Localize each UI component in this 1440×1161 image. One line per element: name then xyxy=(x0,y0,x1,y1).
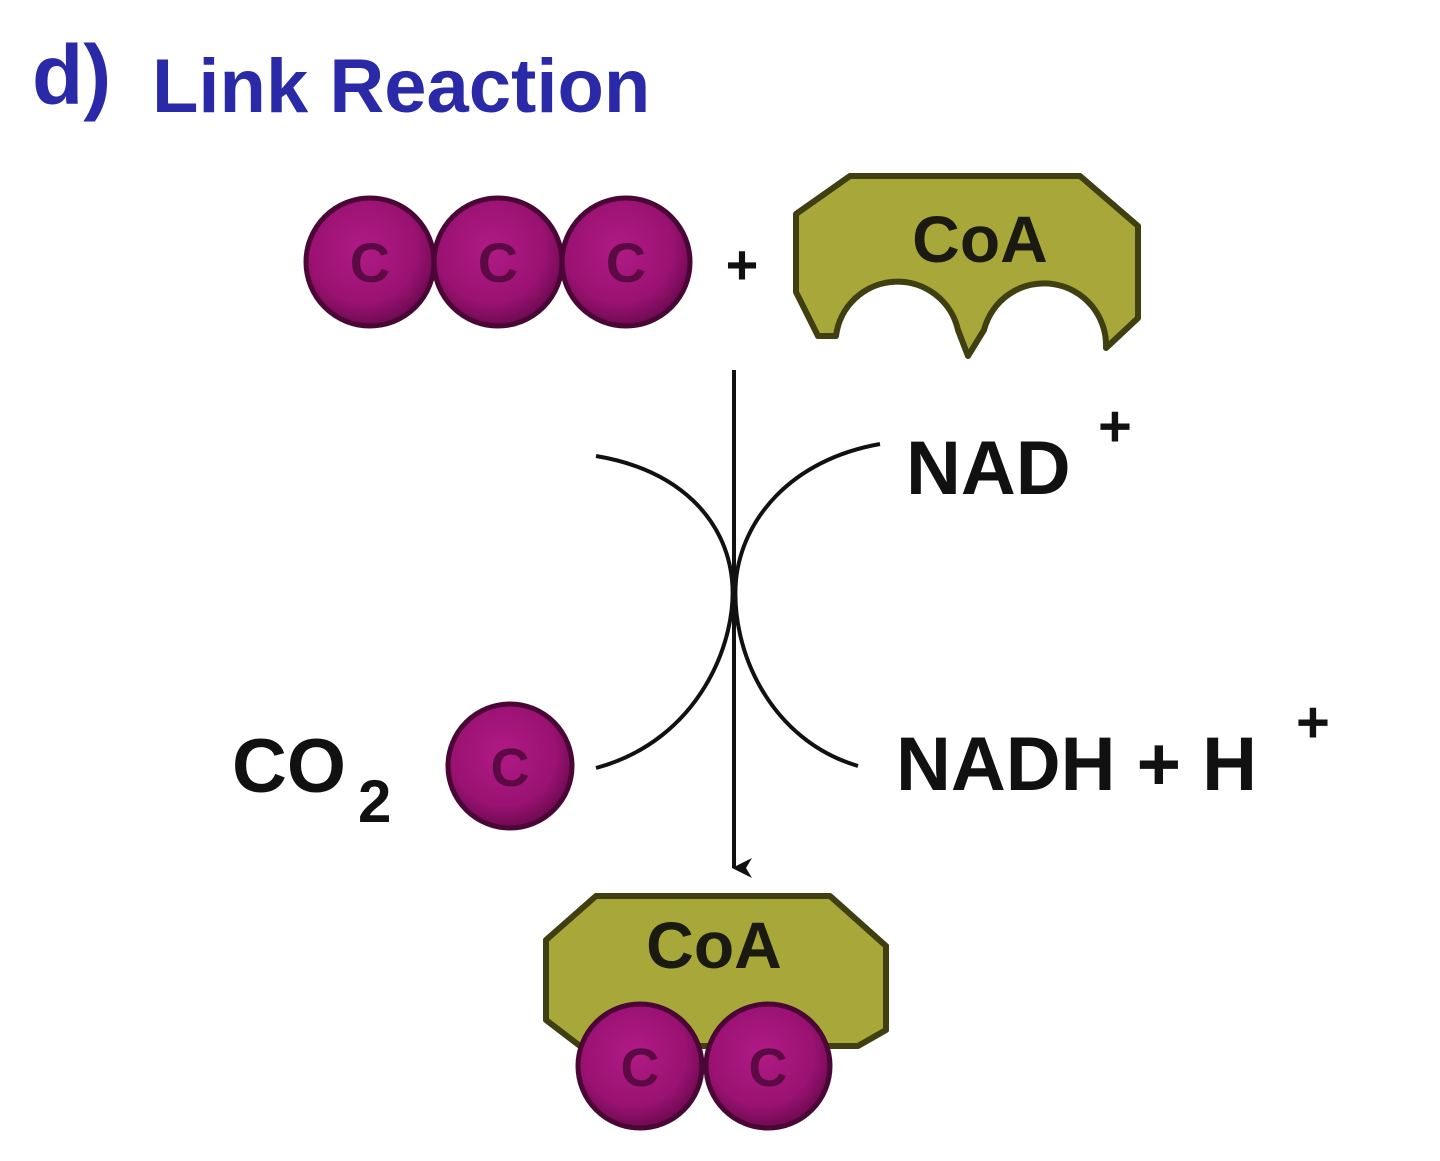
acetyl-atom-1-letter: C xyxy=(621,1038,660,1098)
nadh-label: NADH + H + xyxy=(896,690,1330,807)
nad-superscript: + xyxy=(1098,394,1132,459)
nad-reduction-arc xyxy=(733,442,881,768)
nadh-text: NADH + H xyxy=(896,722,1257,807)
acetyl-coa-label: CoA xyxy=(646,908,782,982)
acetyl-coa-product: CoA C C xyxy=(543,893,889,1131)
co2-carbon-atom: C xyxy=(445,701,575,831)
pyruvate-atom-3: C xyxy=(559,195,693,329)
acetyl-atom-2: C xyxy=(703,1001,833,1131)
acetyl-atom-1: C xyxy=(575,1001,705,1131)
title-text: Link Reaction xyxy=(152,44,650,129)
pyruvate-atom-2-letter: C xyxy=(478,231,518,294)
coenzyme-a-reactant-label: CoA xyxy=(912,202,1048,276)
co2-byproduct: CO 2 C xyxy=(232,701,575,835)
co2-carbon-letter: C xyxy=(491,738,530,798)
pyruvate-atom-2: C xyxy=(431,195,565,329)
coenzyme-a-reactant-shape xyxy=(793,173,1141,359)
nadh-superscript: + xyxy=(1296,690,1330,755)
coenzyme-a-reactant: CoA xyxy=(793,173,1141,359)
co2-formula: CO xyxy=(232,724,346,809)
title-prefix: d) xyxy=(32,28,111,122)
co2-release-arc xyxy=(595,454,735,770)
diagram-title: d) Link Reaction xyxy=(32,28,650,129)
nad-plus-label: NAD + xyxy=(906,394,1132,511)
co2-subscript: 2 xyxy=(358,768,391,835)
nad-text: NAD xyxy=(906,426,1071,511)
pyruvate-atom-3-letter: C xyxy=(606,231,646,294)
pyruvate-atom-1-letter: C xyxy=(350,231,390,294)
acetyl-atom-2-letter: C xyxy=(749,1038,788,1098)
pyruvate-atom-1: C xyxy=(303,195,437,329)
pyruvate-molecule: C C C xyxy=(303,195,693,329)
plus-sign: + xyxy=(726,233,759,296)
